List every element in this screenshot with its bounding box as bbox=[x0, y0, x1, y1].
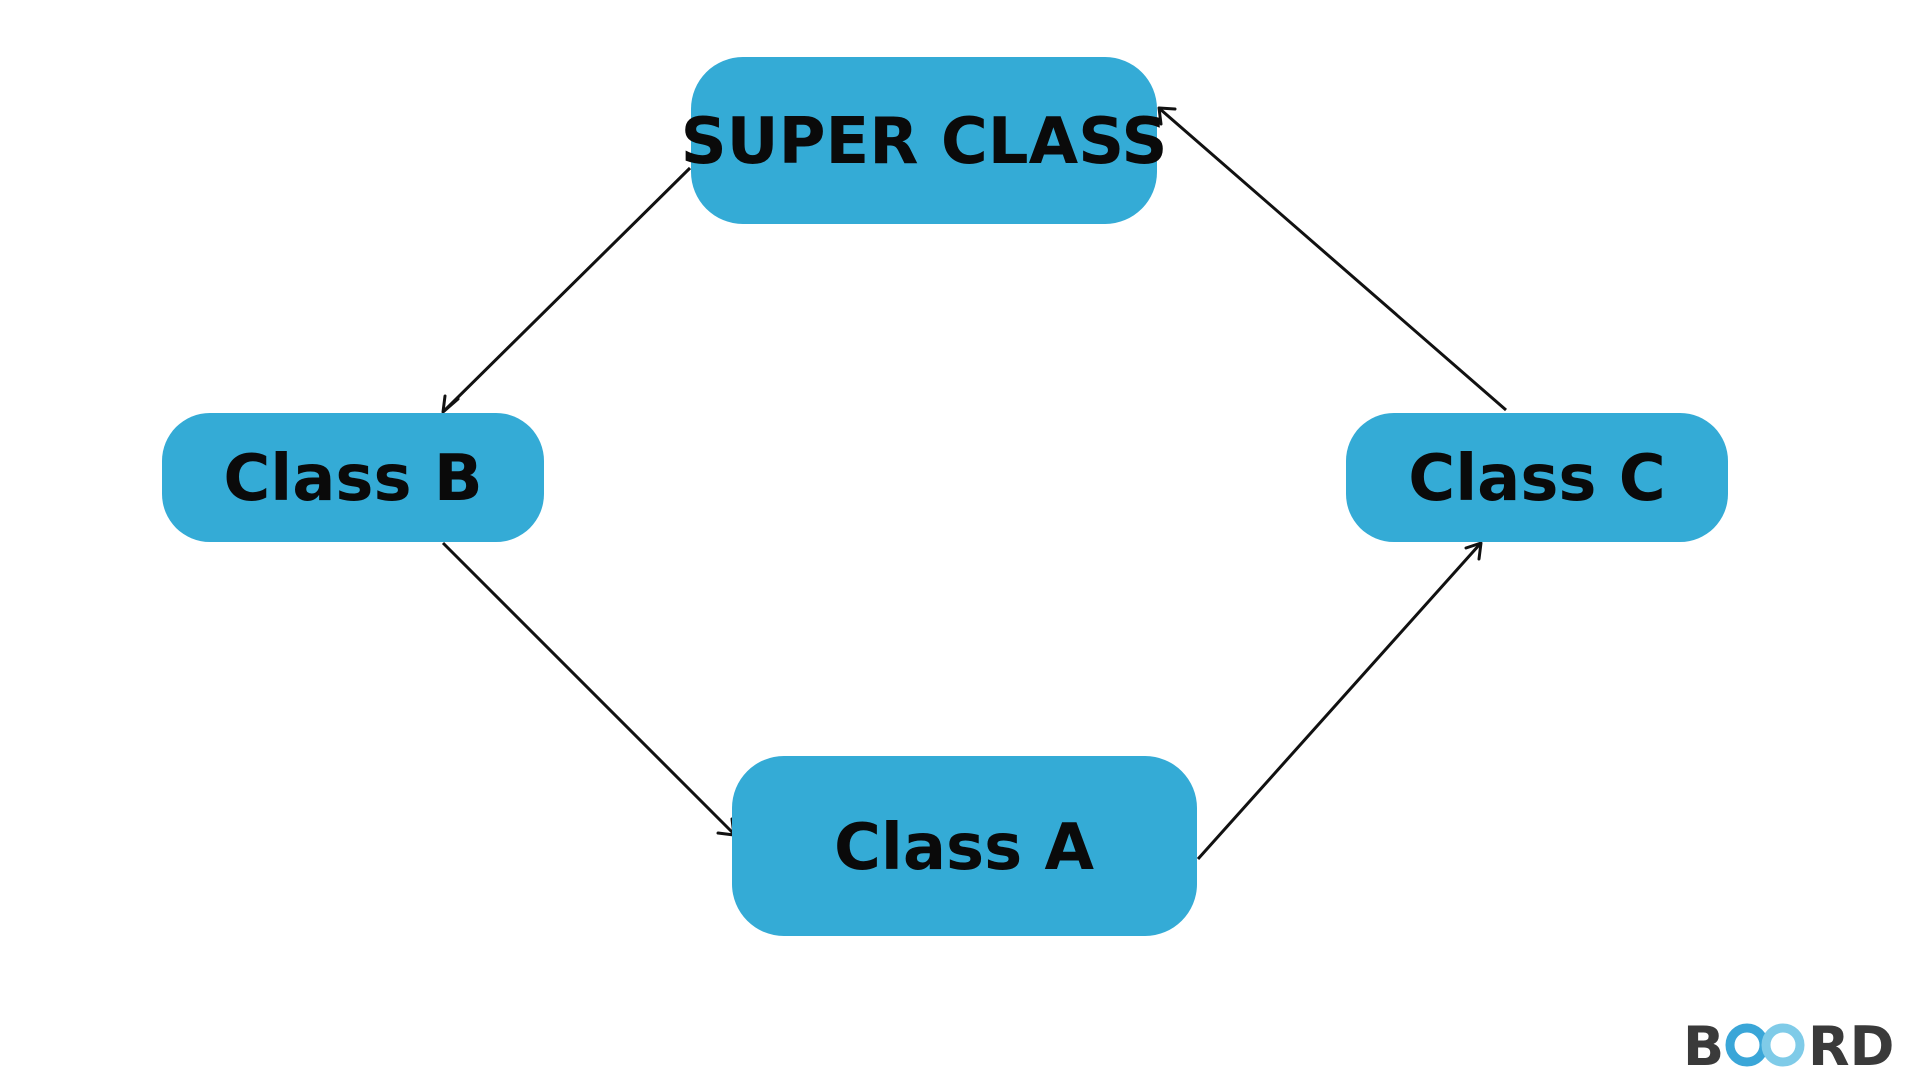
edge-b-to-a bbox=[441, 541, 736, 837]
node-class-b-label: Class B bbox=[223, 442, 482, 516]
node-class-c-label: Class C bbox=[1408, 442, 1666, 516]
logo-letter-b: B bbox=[1683, 1015, 1724, 1078]
node-class-a: Class A bbox=[732, 756, 1197, 936]
node-super-class-label: SUPER CLASS bbox=[681, 105, 1168, 179]
node-class-a-label: Class A bbox=[834, 811, 1095, 885]
edge-c-to-super bbox=[1157, 106, 1507, 412]
infinity-loop-icon bbox=[1725, 1023, 1805, 1067]
node-class-c: Class C bbox=[1346, 413, 1728, 542]
node-class-b: Class B bbox=[162, 413, 544, 542]
board-logo: B RD bbox=[1683, 1015, 1894, 1078]
edge-a-to-c bbox=[1196, 541, 1483, 861]
edge-super-to-b bbox=[441, 166, 692, 414]
logo-letters-rd: RD bbox=[1808, 1015, 1894, 1078]
node-super-class: SUPER CLASS bbox=[681, 57, 1168, 224]
